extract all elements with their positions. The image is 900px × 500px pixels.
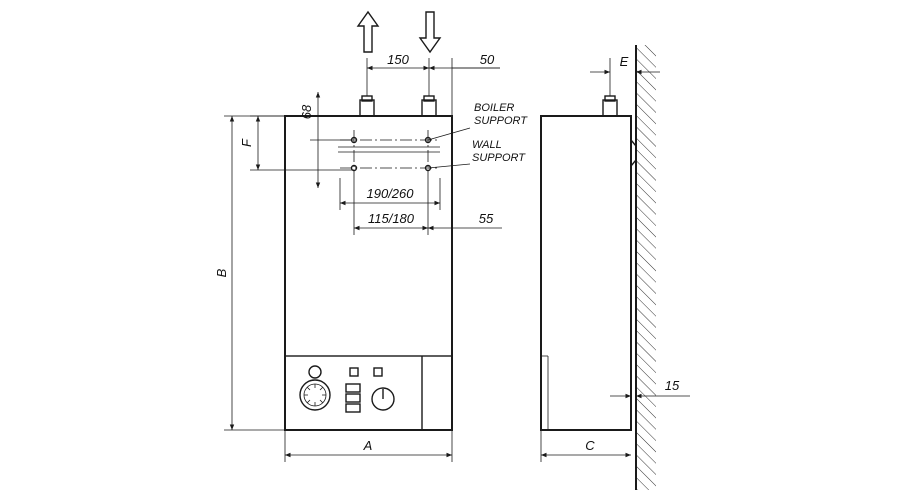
dim-e-label: E [620,54,629,69]
boiler-support-callout: BOILER SUPPORT [427,102,528,141]
pipe-connector-side [602,95,618,117]
dim-15-label: 15 [665,378,680,393]
dim-190-260: 190/260 [339,178,441,210]
dim-150-label: 150 [387,52,409,67]
switch-3 [345,403,361,413]
dim-b-label: B [214,268,229,277]
temperature-knob-icon [371,387,395,411]
wall-section [635,45,656,490]
dim-a: A [284,430,453,462]
dim-50: 50 [429,52,500,71]
side-view [540,58,637,431]
dim-115-180-label: 115/180 [368,211,415,226]
boiler-support-line1: BOILER [474,102,514,114]
switch-2 [345,393,361,403]
wall-support-line2: SUPPORT [472,152,526,164]
boiler-body-front [284,115,453,431]
flow-out-arrow-icon [356,10,380,53]
dim-f-label: F [239,138,254,147]
pipe-connector-right [421,95,437,117]
dim-a-label: A [363,438,373,453]
boiler-body-side [540,115,632,431]
dim-190-260-label: 190/260 [367,186,415,201]
dim-55: 55 [428,211,502,231]
indicator-lamp-2 [373,367,383,377]
dim-50-label: 50 [480,52,495,67]
pipe-connector-left [359,95,375,117]
boiler-support-line2: SUPPORT [474,115,528,127]
dim-15: 15 [610,378,690,399]
wall-support-callout: WALL SUPPORT [427,139,526,169]
dim-e: E [590,54,660,75]
front-view [284,58,453,431]
control-panel [284,355,453,431]
dim-c-label: C [585,438,595,453]
dim-150: 150 [367,52,429,71]
wall-support-line1: WALL [472,139,502,151]
dim-b: B [214,115,285,431]
switch-1 [345,383,361,393]
flow-in-arrow-icon [418,11,442,54]
dim-55-label: 55 [479,211,494,226]
support-hole-pattern [338,130,440,178]
dim-c: C [540,430,631,462]
dim-68-label: 68 [299,104,314,119]
indicator-lamp-1 [349,367,359,377]
power-indicator-icon [308,365,322,379]
thermometer-gauge-icon [299,379,331,411]
dim-f: F [239,115,354,171]
dim-115-180: 115/180 [353,178,429,235]
dim-68: 68 [299,92,354,188]
